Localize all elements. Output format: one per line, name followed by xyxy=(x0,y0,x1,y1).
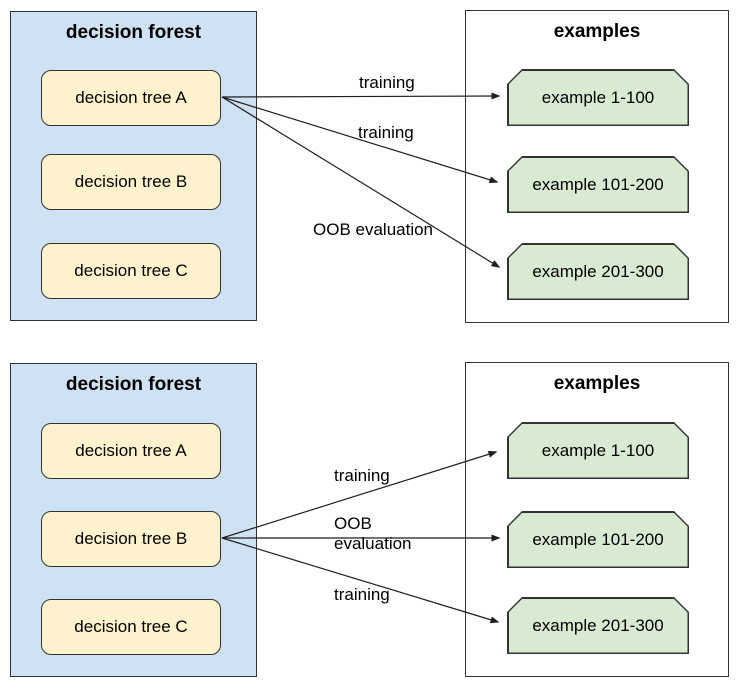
arrow-treeA-training-ex1 xyxy=(221,92,501,100)
example-node-label: example 1-100 xyxy=(541,440,655,460)
forest-box-top: decision forest decision tree A decision… xyxy=(10,11,257,321)
example-node-1: example 1-100 xyxy=(507,422,689,479)
forest-title: decision forest xyxy=(65,374,202,395)
example-node-2: example 101-200 xyxy=(507,156,689,213)
tree-node-label: decision tree A xyxy=(75,88,187,107)
example-node-label: example 201-300 xyxy=(532,615,664,635)
edge-label-oob-evaluation: OOB evaluation xyxy=(313,220,434,239)
example-node-1: example 1-100 xyxy=(507,69,689,126)
edge-label-training: training xyxy=(358,123,414,142)
examples-title: examples xyxy=(553,21,641,42)
example-node-label: example 101-200 xyxy=(532,174,664,194)
forest-box-bottom: decision forest decision tree A decision… xyxy=(10,363,257,677)
tree-node-b: decision tree B xyxy=(41,511,221,567)
example-node-label: example 101-200 xyxy=(532,529,664,549)
edge-label-training: training xyxy=(334,466,390,485)
tree-node-c: decision tree C xyxy=(41,599,221,655)
example-node-2: example 101-200 xyxy=(507,511,689,568)
tree-node-a: decision tree A xyxy=(41,423,221,479)
examples-box-top: examples example 1-100 example 101-200 e… xyxy=(465,10,729,323)
tree-node-c: decision tree C xyxy=(41,243,221,299)
example-node-label: example 201-300 xyxy=(532,261,664,281)
tree-node-a: decision tree A xyxy=(41,70,221,126)
edge-label-training: training xyxy=(334,585,390,604)
example-node-3: example 201-300 xyxy=(507,243,689,300)
tree-node-label: decision tree A xyxy=(75,441,187,460)
tree-node-label: decision tree B xyxy=(74,529,188,548)
edge-label-oob-evaluation: OOB evaluation xyxy=(334,514,412,553)
tree-node-label: decision tree C xyxy=(74,261,188,280)
tree-node-label: decision tree C xyxy=(74,617,188,636)
examples-box-bottom: examples example 1-100 example 101-200 e… xyxy=(465,362,729,677)
tree-node-label: decision tree B xyxy=(74,172,188,191)
example-node-3: example 201-300 xyxy=(507,597,689,654)
examples-title: examples xyxy=(553,373,641,394)
edge-label-training: training xyxy=(359,73,415,92)
forest-title: decision forest xyxy=(65,22,202,43)
example-node-label: example 1-100 xyxy=(541,87,655,107)
tree-node-b: decision tree B xyxy=(41,154,221,210)
